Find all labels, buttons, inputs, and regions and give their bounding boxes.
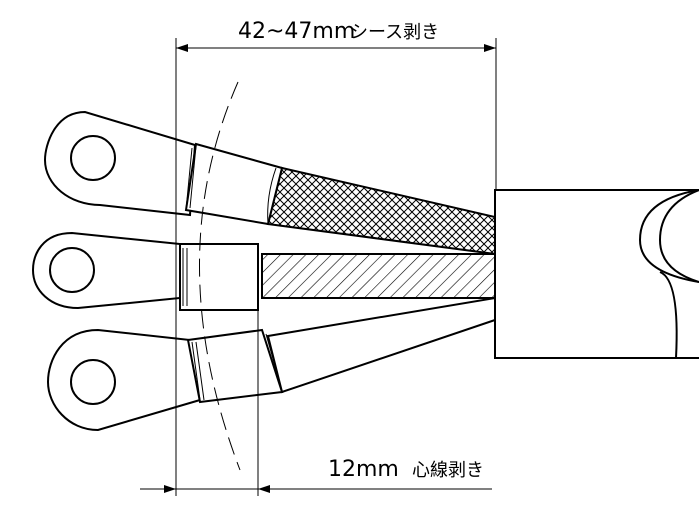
sheath-strip-value: 42~47mm (238, 19, 355, 44)
core-strip-label: 心線剥き (412, 460, 484, 481)
sheath-strip-label: シース剥き (350, 22, 439, 43)
upper-terminal (43, 110, 284, 226)
core-strip-dimension: 12mm 心線剥き (140, 310, 492, 496)
crimp-arc (199, 81, 241, 471)
middle-terminal (31, 231, 259, 311)
cable-sheath (494, 189, 699, 359)
middle-core (261, 253, 496, 299)
lower-terminal (46, 328, 284, 432)
upper-core (266, 166, 496, 256)
lower-core (266, 296, 496, 394)
sheath-strip-dimension: 42~47mm シース剥き (175, 19, 497, 496)
core-strip-value: 12mm (328, 457, 399, 482)
